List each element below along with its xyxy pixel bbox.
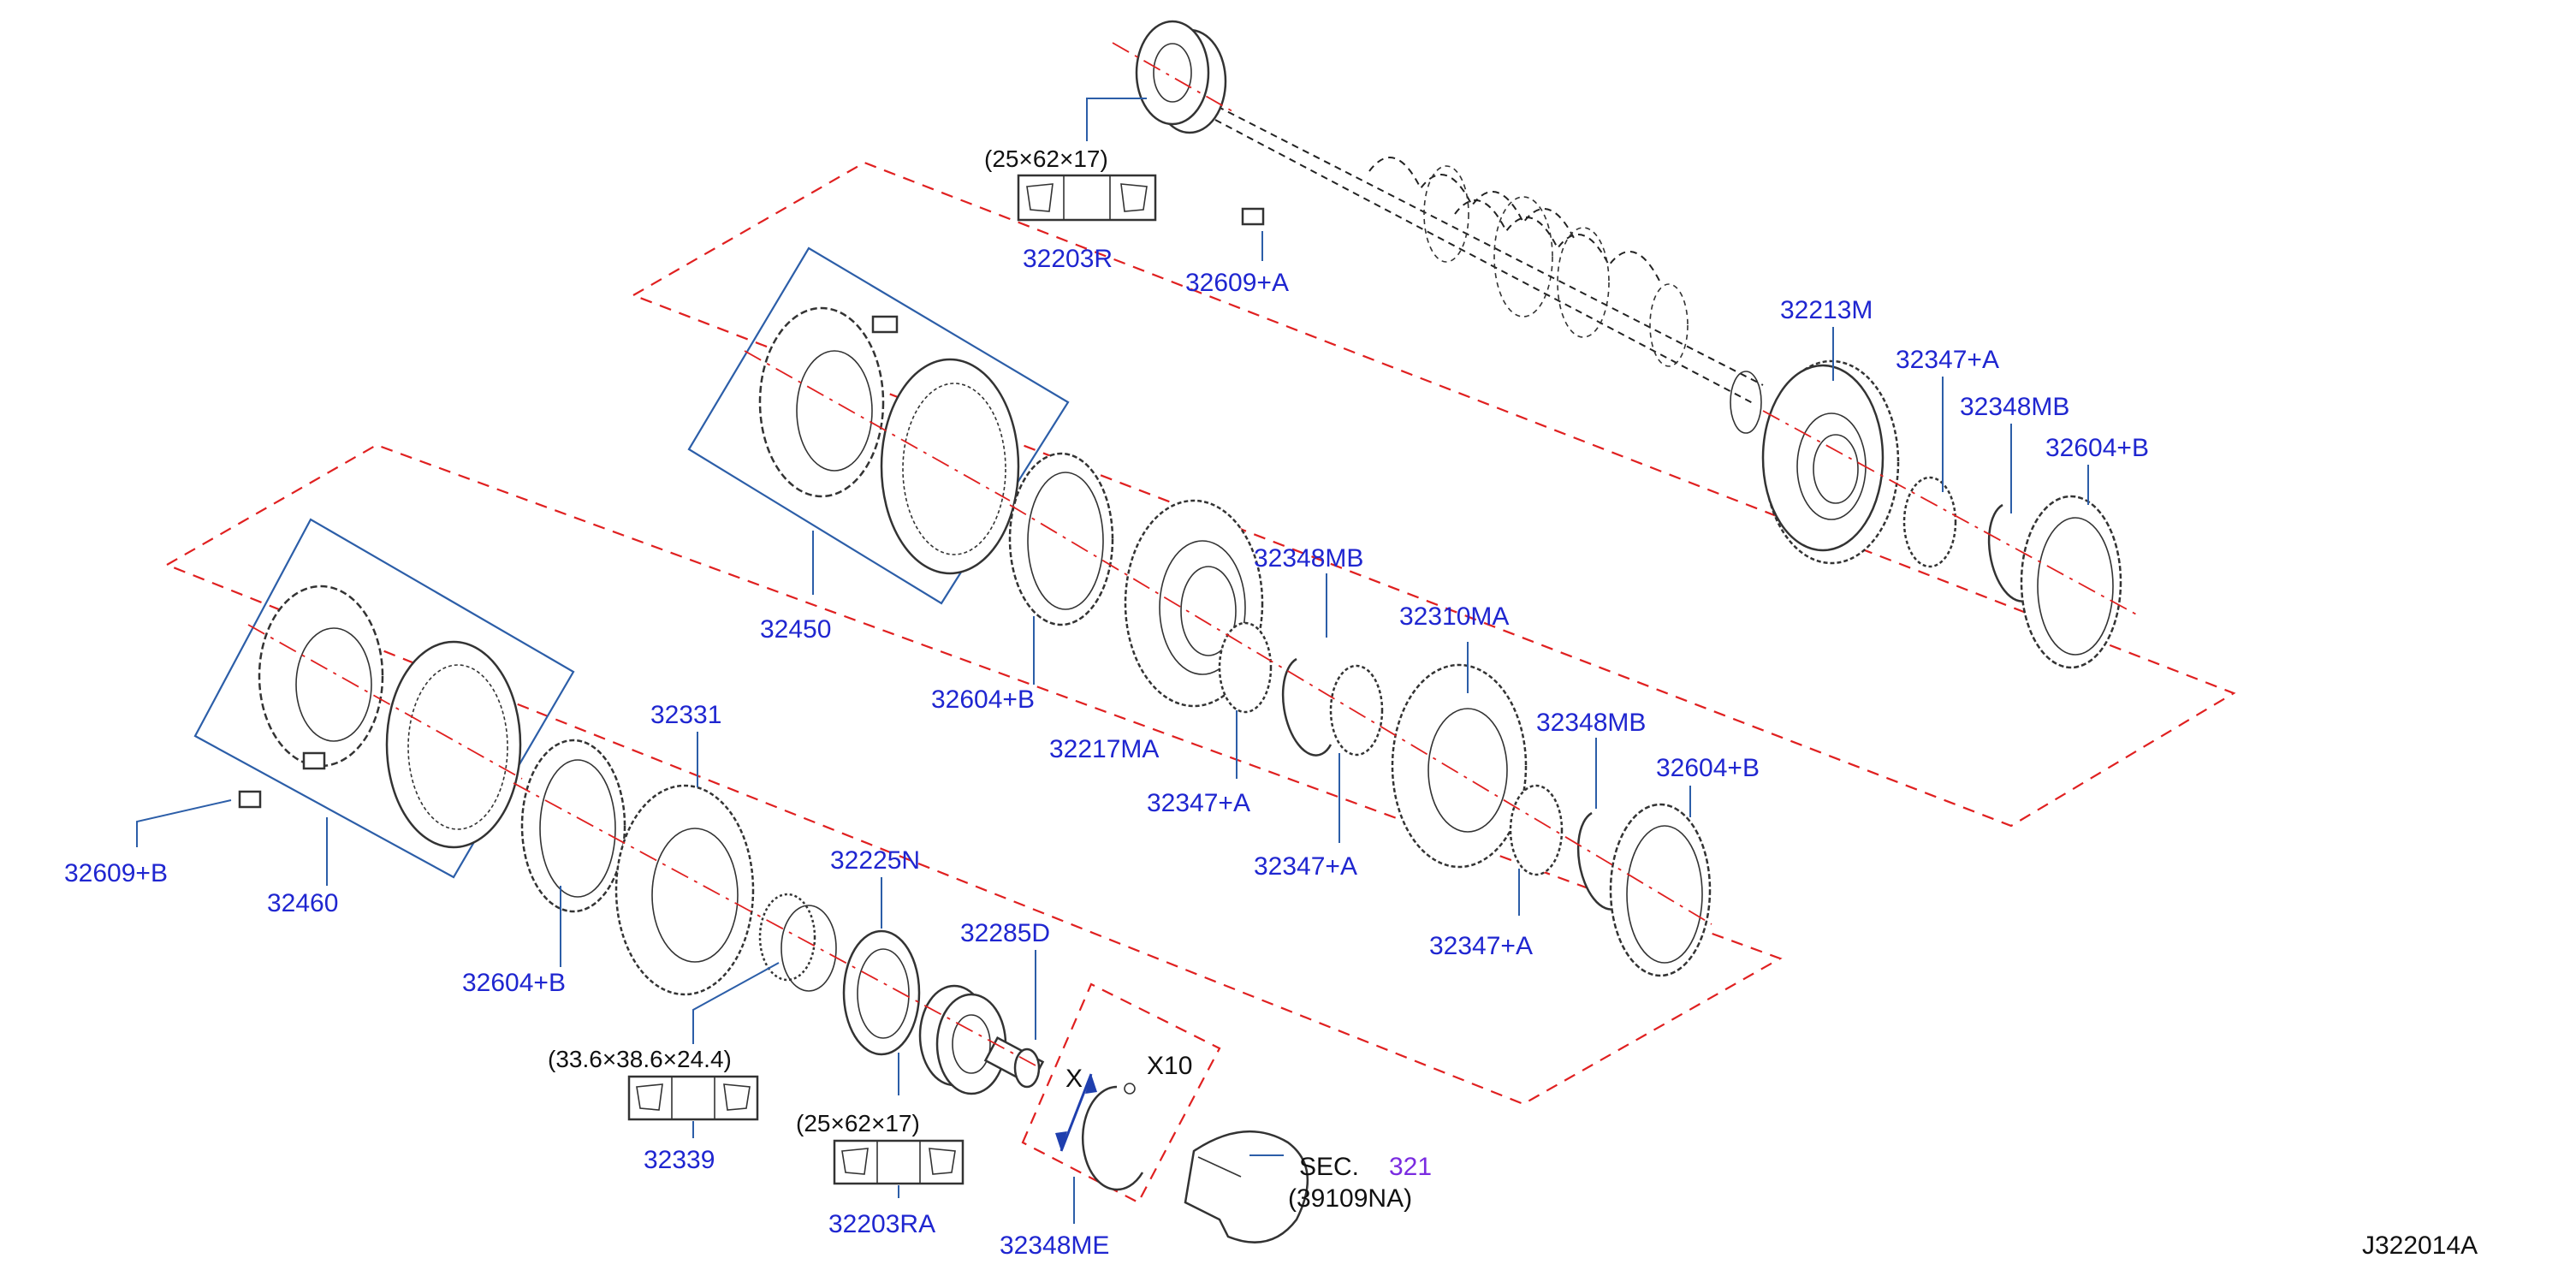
- kit-box-32460: [193, 518, 575, 879]
- part-label-32347A-4[interactable]: 32347+A: [1429, 932, 1533, 960]
- bearing-32347A-4: [1509, 784, 1564, 876]
- mainshaft: [1206, 100, 1764, 434]
- bearing-icon-box-32203RA: [833, 1139, 965, 1185]
- dim-x: X: [1065, 1065, 1083, 1093]
- part-label-32609B[interactable]: 32609+B: [64, 859, 168, 887]
- kit-box-32450: [687, 246, 1070, 605]
- bearing-32347A-3: [1329, 664, 1384, 757]
- synchro-hub-32460: [247, 585, 523, 849]
- dims-32203RA: (25×62×17): [796, 1110, 920, 1136]
- gear-32331: [614, 784, 755, 996]
- bolt-32285D: [983, 1036, 1045, 1089]
- dim-x10: X10: [1147, 1052, 1192, 1080]
- part-label-32609A[interactable]: 32609+A: [1185, 269, 1289, 297]
- part-label-32348ME[interactable]: 32348ME: [1000, 1231, 1109, 1260]
- clip-32609B: [238, 790, 262, 809]
- ring-32348MB-2: [1281, 657, 1333, 757]
- section-prefix: SEC.: [1299, 1153, 1359, 1181]
- part-label-32285D[interactable]: 32285D: [960, 919, 1050, 947]
- gear-32213M: [1761, 359, 1900, 565]
- part-label-32331[interactable]: 32331: [650, 701, 721, 729]
- part-label-32347A-1[interactable]: 32347+A: [1896, 346, 1999, 374]
- bearing-icon-box-32203R: [1017, 174, 1157, 222]
- lower-group-outline: [164, 443, 1783, 1106]
- part-label-32339[interactable]: 32339: [644, 1146, 715, 1174]
- bearing-32203R: [1112, 20, 1233, 134]
- part-label-32460[interactable]: 32460: [267, 889, 338, 917]
- centre-line-upper: [1009, 504, 1712, 925]
- part-label-32310MA[interactable]: 32310MA: [1399, 602, 1509, 631]
- bearing-icon-box-32339: [627, 1075, 759, 1121]
- part-label-32203RA[interactable]: 32203RA: [828, 1210, 935, 1238]
- part-label-32225N[interactable]: 32225N: [830, 846, 920, 875]
- synchro-32604B-3: [1609, 803, 1712, 977]
- dims-32203R: (25×62×17): [984, 145, 1108, 172]
- synchro-hub-32450: [744, 306, 1020, 575]
- centre-line-lower: [513, 782, 1036, 1066]
- part-label-32604B-3[interactable]: 32604+B: [1656, 754, 1760, 782]
- leader-lines: [136, 98, 2089, 1224]
- bearing-32347A-1: [1902, 476, 1957, 568]
- synchro-32604B-2: [1008, 452, 1114, 626]
- part-label-32348MB-1[interactable]: 32348MB: [1960, 393, 2069, 421]
- part-label-32604B-1[interactable]: 32604+B: [2045, 434, 2149, 462]
- part-label-32347A-3[interactable]: 32347+A: [1254, 852, 1357, 881]
- bearing-32347A-2: [1218, 621, 1273, 714]
- upper-group-outline: [631, 161, 2236, 828]
- gear-32310MA: [1391, 663, 1528, 869]
- snap-ring-group-outline: [1021, 982, 1221, 1204]
- clip-32609A: [1241, 207, 1265, 226]
- washer-32225N: [842, 929, 921, 1056]
- bearing-32203RA: [918, 984, 1007, 1095]
- section-number[interactable]: 321: [1389, 1153, 1432, 1181]
- part-label-32213M[interactable]: 32213M: [1780, 296, 1873, 324]
- part-label-32217MA[interactable]: 32217MA: [1049, 735, 1159, 763]
- synchro-32604B-4: [520, 739, 626, 913]
- diagram-code: J322014A: [2362, 1231, 2478, 1260]
- dims-32339: (33.6×38.6×24.4): [548, 1046, 732, 1072]
- section-subref: (39109NA): [1288, 1184, 1412, 1213]
- part-label-32203R[interactable]: 32203R: [1023, 245, 1113, 273]
- part-label-32450[interactable]: 32450: [760, 615, 831, 644]
- part-label-32348MB-3[interactable]: 32348MB: [1536, 709, 1646, 737]
- part-label-32604B-2[interactable]: 32604+B: [931, 685, 1035, 714]
- snap-ring-32348ME: [1055, 1073, 1144, 1191]
- differential-component: [1184, 1130, 1309, 1243]
- part-label-32604B-4[interactable]: 32604+B: [462, 969, 566, 997]
- part-label-32348MB-2[interactable]: 32348MB: [1254, 544, 1363, 573]
- needle-bearing-32339: [758, 893, 837, 992]
- synchro-32604B-1: [2020, 495, 2122, 669]
- part-label-32347A-2[interactable]: 32347+A: [1147, 789, 1250, 817]
